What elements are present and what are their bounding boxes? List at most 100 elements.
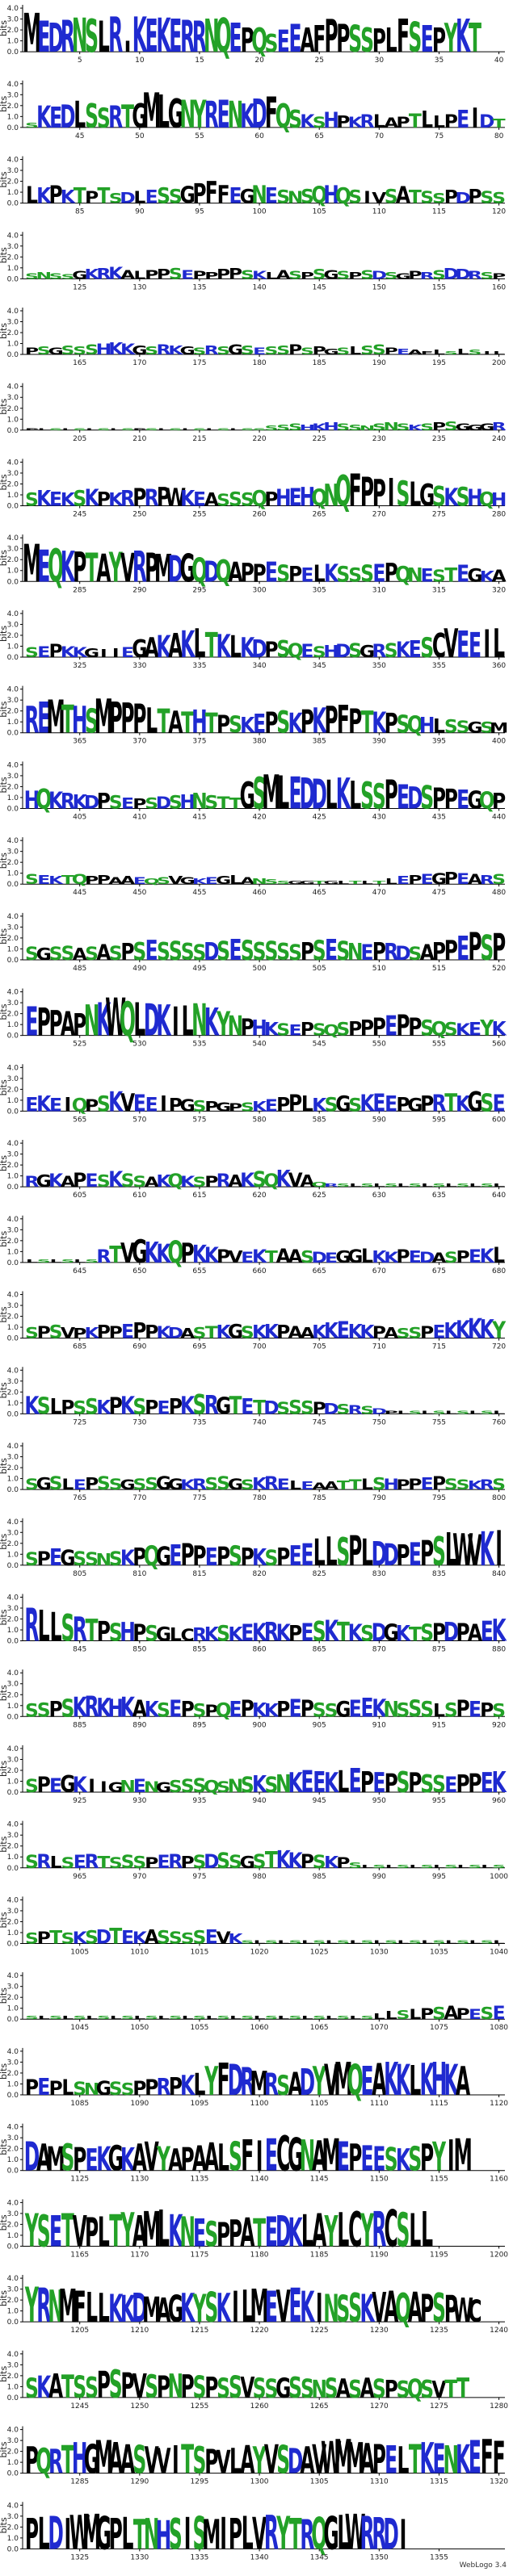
logo-letter: K	[180, 625, 196, 666]
logo-letter: D	[48, 2507, 63, 2560]
logo-letter: S	[480, 1409, 494, 1415]
logo-letter: L	[265, 271, 277, 282]
y-tick-label: 1.0	[7, 341, 19, 349]
logo-letter: S	[97, 427, 111, 430]
logo-letter: S	[132, 938, 146, 966]
logo-letter: V	[312, 2437, 326, 2483]
y-tick-label: 4.0	[7, 5, 19, 13]
logo-letter: A	[240, 876, 255, 886]
logo-letter: L	[301, 1091, 313, 1116]
logo-letter: S	[397, 422, 410, 433]
x-tick-label: 50	[135, 132, 145, 140]
logo-letter: L	[86, 2285, 98, 2332]
logo-letter: S	[288, 422, 302, 433]
logo-letter: T	[372, 880, 386, 886]
logo-letter: S	[193, 1928, 207, 1948]
logo-letter: A	[61, 1173, 76, 1191]
logo-letter: P	[109, 1324, 123, 1342]
logo-letter: A	[336, 2373, 351, 2404]
logo-letter: K	[120, 2289, 136, 2331]
logo-letter: L	[289, 1478, 301, 1493]
logo-letter: R	[108, 7, 123, 64]
logo-letter: D	[419, 1249, 435, 1267]
logo-letter: P	[324, 701, 338, 742]
y-tick-label: 2.0	[7, 2448, 19, 2457]
logo-letter: F	[337, 698, 350, 742]
x-tick-label: 1015	[191, 1948, 209, 1956]
logo-letter: E	[169, 1696, 182, 1723]
logo-letter: T	[61, 2439, 74, 2482]
logo-letter: T	[205, 707, 218, 739]
logo-letter: K	[276, 1846, 292, 1874]
logo-letter: P	[420, 1534, 434, 1574]
y-axis-label: bits	[0, 1003, 9, 1020]
logo-letter: S	[73, 1398, 86, 1418]
logo-letter: Q	[479, 488, 495, 511]
logo-letter: L	[337, 2204, 349, 2258]
logo-letter: P	[444, 869, 458, 888]
logo-letter: P	[192, 178, 206, 210]
logo-letter: L	[38, 2015, 50, 2021]
logo-letter: P	[132, 484, 146, 513]
y-tick-label: 0.0	[7, 2016, 19, 2024]
logo-letter: G	[216, 874, 231, 886]
logo-letter: G	[72, 270, 87, 282]
logo-letter: P	[97, 488, 111, 511]
x-tick-label: 765	[73, 1494, 86, 1502]
x-tick-label: 45	[75, 132, 84, 140]
y-tick-label: 1.0	[7, 1853, 19, 1862]
x-tick-label: 260	[252, 511, 266, 519]
logo-letter: K	[312, 702, 327, 742]
logo-letter: H	[383, 1476, 399, 1493]
logo-letter: S	[432, 2286, 446, 2332]
logo-letter: D	[455, 266, 470, 283]
logo-letter: K	[108, 2287, 124, 2331]
logo-letter: K	[73, 1691, 88, 1724]
logo-letter: E	[49, 1774, 62, 1798]
logo-letter: S	[61, 343, 74, 358]
logo-letter: N	[300, 2131, 316, 2181]
logo-row: bits0.01.02.03.04.0PLSLSLSLSPSLSLSLSLSSS…	[0, 383, 507, 443]
x-tick-label: 840	[492, 1570, 506, 1578]
logo-letter: P	[492, 789, 506, 814]
logo-letter: P	[241, 1544, 254, 1572]
logo-letter: S	[73, 427, 86, 430]
x-tick-label: 975	[192, 1873, 206, 1881]
y-tick-label: 2.0	[7, 2297, 19, 2305]
y-tick-label: 2.0	[7, 1313, 19, 1322]
x-tick-label: 455	[192, 889, 206, 897]
logo-letter: E	[157, 1852, 170, 1872]
logo-letter: Q	[72, 1095, 88, 1116]
logo-letter: S	[193, 2015, 207, 2021]
x-tick-label: 595	[432, 1116, 446, 1124]
logo-letter: A	[61, 1005, 75, 1044]
logo-letter: E	[469, 626, 481, 666]
x-tick-label: 680	[492, 1267, 506, 1275]
y-tick-label: 0.0	[7, 1486, 19, 1494]
x-tick-label: 410	[132, 813, 146, 821]
y-axis-label: bits	[0, 474, 9, 490]
logo-letter: A	[384, 1325, 399, 1342]
logo-letter: L	[254, 2015, 266, 2021]
logo-letter: S	[253, 2373, 267, 2405]
logo-letter: R	[192, 12, 207, 62]
y-tick-label: 0.0	[7, 2545, 19, 2553]
x-tick-label: 870	[372, 1646, 386, 1654]
x-tick-label: 590	[372, 1116, 386, 1124]
x-tick-label: 850	[132, 1646, 146, 1654]
logo-letter: T	[205, 1324, 218, 1342]
logo-letter: L	[397, 1940, 410, 1946]
x-tick-label: 185	[313, 359, 326, 367]
logo-row: bits0.01.02.03.04.0SPTSKSDTEKASSSSEVKSLS…	[0, 1896, 508, 1956]
logo-letter: R	[217, 1171, 231, 1192]
logo-letter: S	[217, 2015, 230, 2021]
logo-letter: Q	[36, 783, 52, 815]
x-tick-label: 815	[192, 1570, 206, 1578]
logo-letter: K	[288, 1848, 304, 1873]
logo-letter: S	[348, 423, 362, 432]
x-tick-label: 365	[73, 738, 86, 746]
logo-letter: K	[492, 1017, 508, 1041]
x-tick-label: 85	[75, 208, 84, 216]
logo-letter: A	[228, 556, 243, 589]
